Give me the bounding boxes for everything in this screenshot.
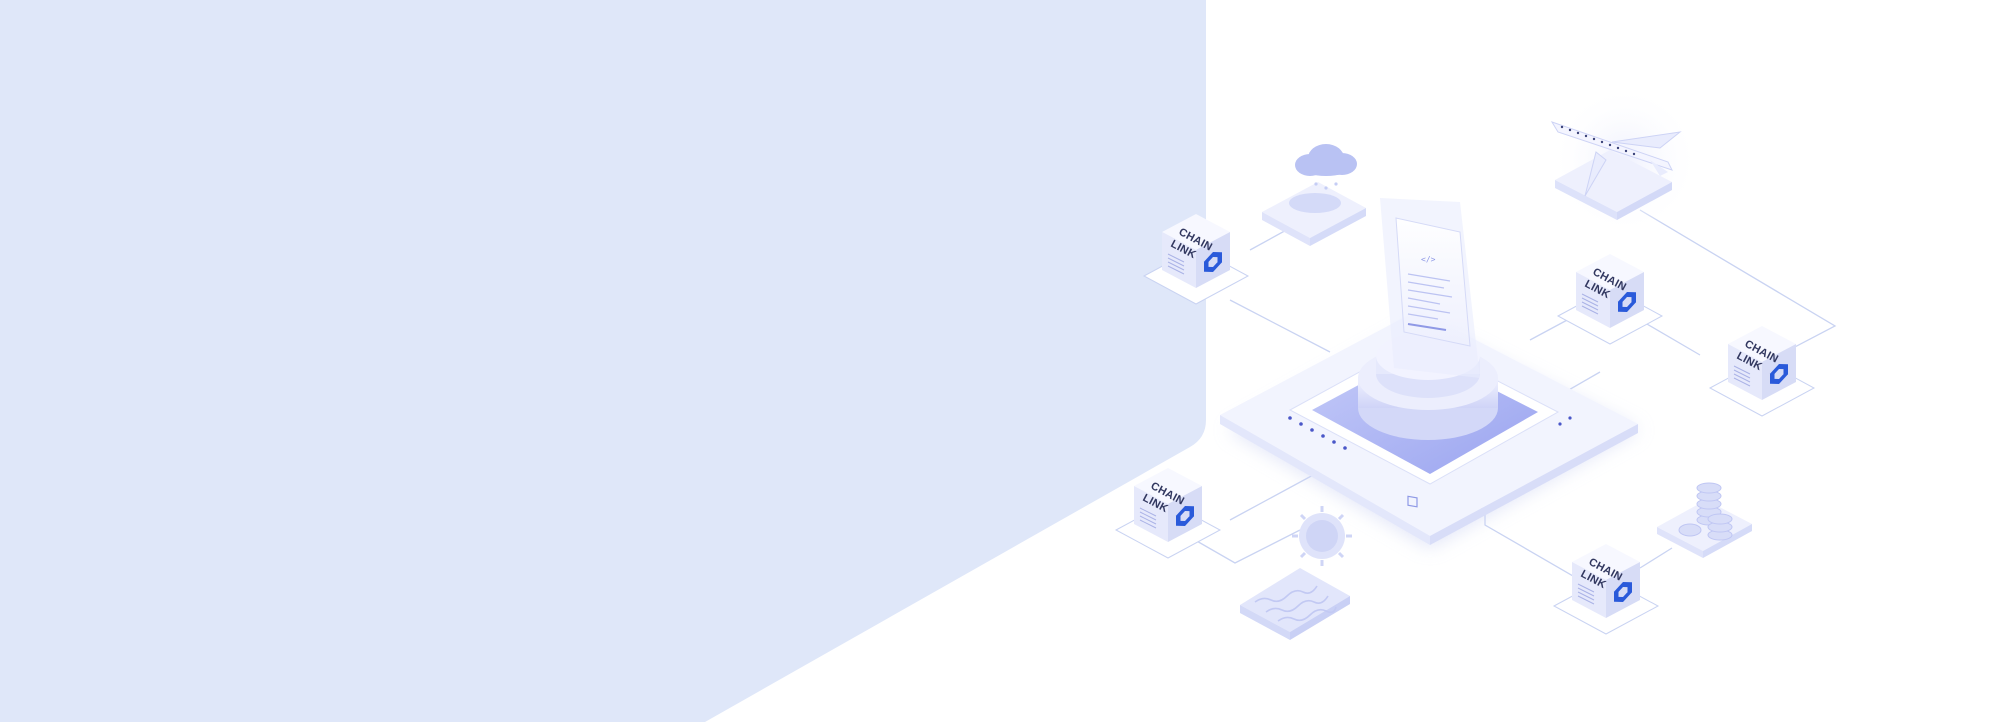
water-waves-icon [1240,568,1350,640]
cloud-weather-icon [1262,144,1366,246]
coins-stack-icon [1657,482,1752,558]
status-dots [1288,416,1572,450]
airplane-icon [1550,85,1700,235]
node-detail-lines [1167,253,1185,275]
node-detail-lines [1139,507,1157,529]
chainlink-hexagon-icon [1614,582,1632,602]
chainlink-hexagon-icon [1618,292,1636,312]
node-detail-lines [1733,365,1751,387]
chainlink-hexagon-icon [1176,506,1194,526]
node-detail-lines [1577,583,1595,605]
node-detail-lines [1581,293,1599,315]
smart-contract-document-icon: </> [1380,198,1480,508]
svg-text:</>: </> [1421,255,1436,264]
chainlink-hexagon-icon [1770,364,1788,384]
chainlink-hexagon-icon [1204,252,1222,272]
sun-icon [1292,506,1352,566]
background-panel [0,0,1206,722]
